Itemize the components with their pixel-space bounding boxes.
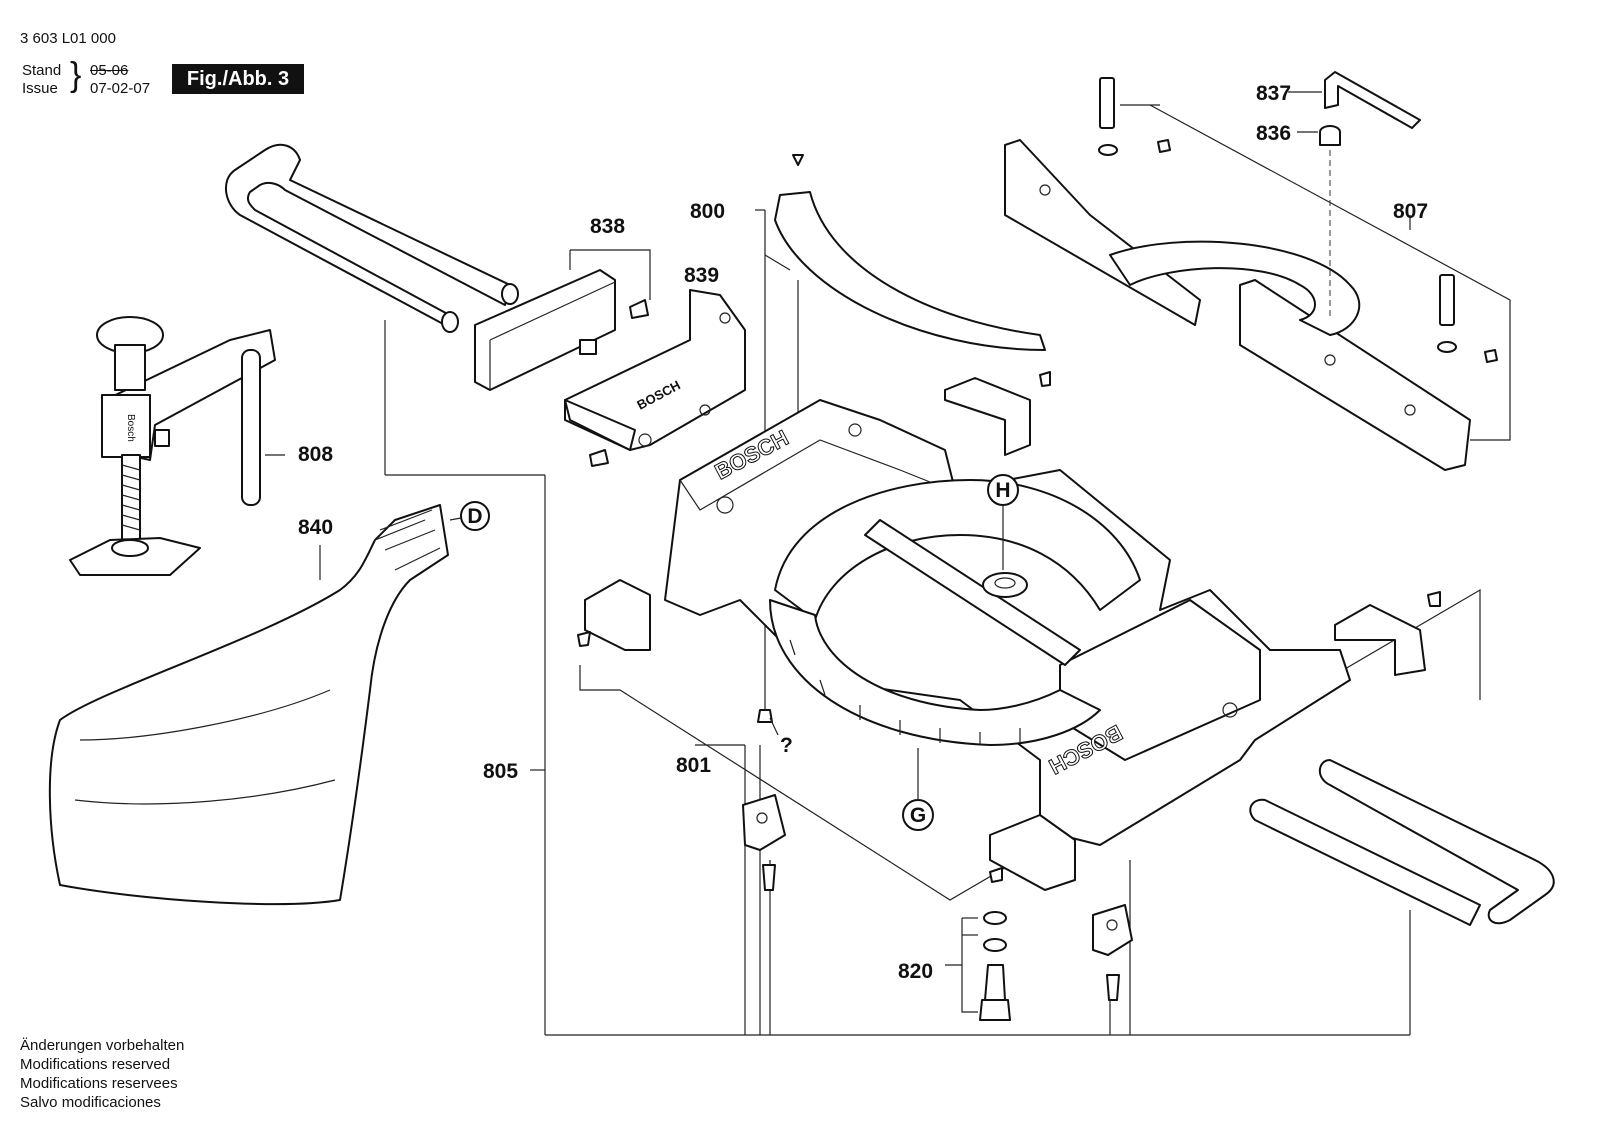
- stand-date: 05-06: [90, 62, 129, 79]
- brace: }: [70, 56, 82, 94]
- misc-screws: [577, 371, 1441, 1001]
- fence-807: [1004, 104, 1511, 471]
- allen-key-837: [1288, 71, 1421, 129]
- issue-date: 07-02-07: [90, 80, 151, 97]
- figure-label: Fig./Abb. 3: [172, 64, 304, 94]
- callout-unknown: ?: [780, 734, 793, 757]
- footer-notice: Änderungen vorbehalten Modifications res…: [20, 1036, 184, 1112]
- brackets: [584, 377, 1426, 956]
- part-label-807: 807: [1393, 200, 1428, 223]
- extension-handle-right: [1249, 759, 1555, 926]
- footer-line: Änderungen vorbehalten: [20, 1037, 185, 1054]
- part-label-840: 840: [298, 516, 333, 539]
- part-label-801: 801: [676, 754, 711, 777]
- extension-handle: [225, 143, 519, 333]
- clamp-808: Bosch: [69, 316, 285, 576]
- part-label-836: 836: [1256, 122, 1291, 145]
- part-label-839: 839: [684, 264, 719, 287]
- footer-line: Salvo modificaciones: [20, 1094, 161, 1111]
- callout-d: D: [449, 501, 490, 531]
- footer-line: Modifications reserved: [20, 1056, 171, 1073]
- part-label-820: 820: [898, 960, 933, 983]
- callout-h: H: [987, 474, 1019, 570]
- stop-block-838: [474, 249, 651, 391]
- svg-text:H: H: [995, 479, 1010, 502]
- svg-text:D: D: [467, 505, 482, 528]
- document-number: 3 603 L01 000: [20, 30, 116, 47]
- callout-g: G: [902, 748, 934, 831]
- part-label-805: 805: [483, 760, 518, 783]
- svg-text:G: G: [910, 804, 926, 827]
- leader-frame: [384, 320, 1481, 1036]
- stand-label: Stand: [22, 62, 62, 79]
- knob-836: [1297, 125, 1341, 320]
- screw-stack-820: [945, 911, 1011, 1021]
- part-label-808: 808: [298, 443, 333, 466]
- clamp-head-brand: Bosch: [125, 414, 136, 442]
- stop-bracket-839: BOSCH: [564, 289, 746, 467]
- part-label-800: 800: [690, 200, 725, 223]
- turntable-801: [769, 479, 1141, 746]
- footer-line: Modifications reservees: [20, 1075, 178, 1092]
- issue-label: Issue: [22, 80, 58, 97]
- part-label-838: 838: [590, 215, 625, 238]
- dust-bag-840: [48, 504, 449, 906]
- fence-screws: [1098, 77, 1498, 363]
- part-label-837: 837: [1256, 82, 1291, 105]
